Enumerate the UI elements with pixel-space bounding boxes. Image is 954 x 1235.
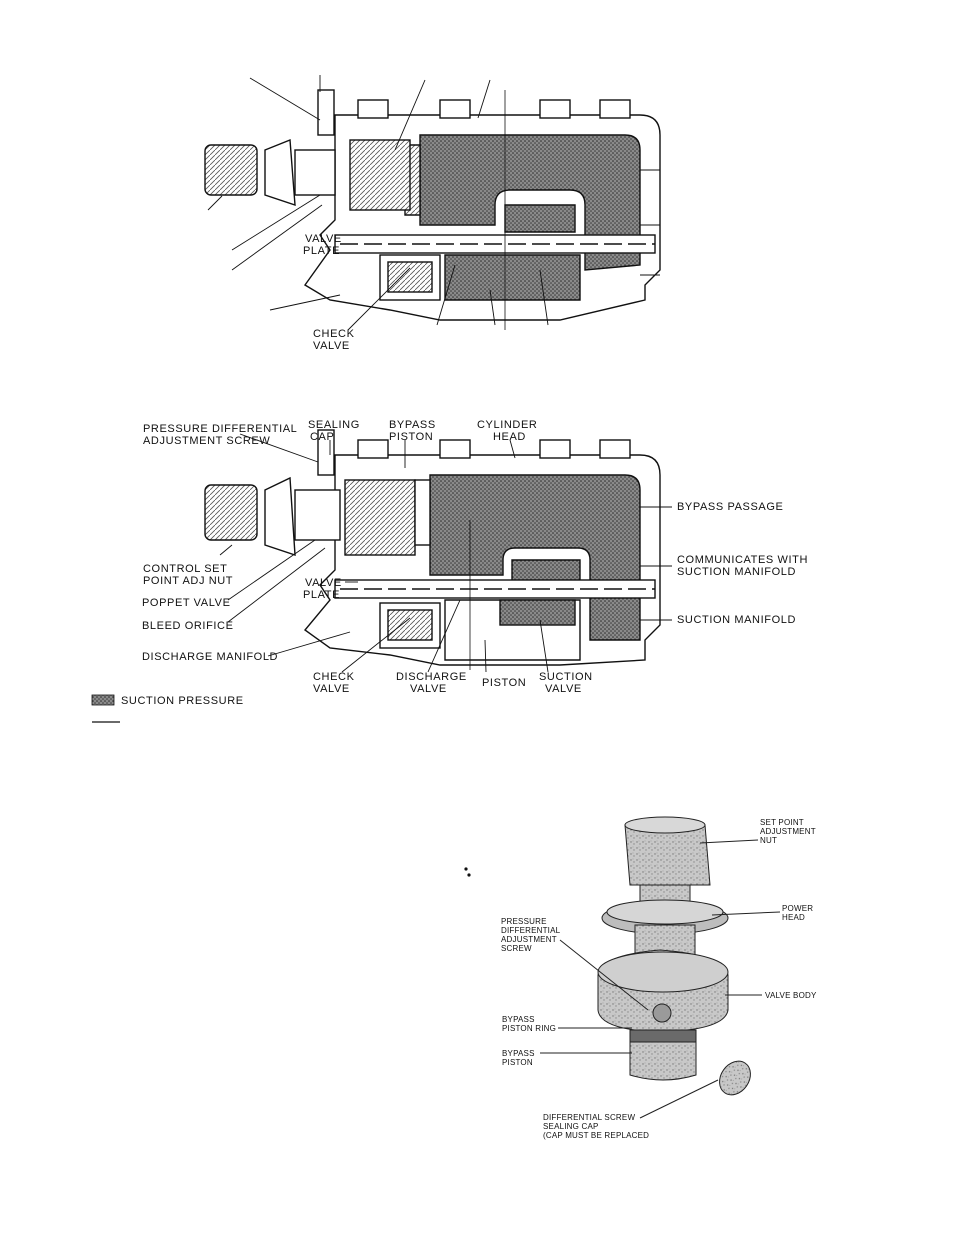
label-cylinder-head-line2: HEAD bbox=[493, 431, 526, 443]
top-cutaway-diagram bbox=[204, 75, 661, 331]
top-label-valve-plate-line1: VALVE bbox=[305, 233, 342, 245]
photo-label-pressure-diff-line3: ADJUSTMENT bbox=[501, 935, 557, 944]
label-valve-plate-line2: PLATE bbox=[303, 589, 341, 601]
photo-label-power-head-line1: POWER bbox=[782, 904, 814, 913]
stray-mark bbox=[464, 867, 468, 871]
photo-label-sealing-cap-line1: DIFFERENTIAL SCREW bbox=[543, 1113, 636, 1122]
middle-cutaway-diagram bbox=[204, 429, 672, 673]
top-label-check-valve-line2: VALVE bbox=[313, 340, 350, 352]
label-discharge-valve-line1: DISCHARGE bbox=[396, 671, 467, 683]
label-control-set-line1: CONTROL SET bbox=[143, 563, 228, 575]
photo-label-pressure-diff-line1: PRESSURE bbox=[501, 917, 547, 926]
photo-label-sealing-cap-line2: SEALING CAP bbox=[543, 1122, 599, 1131]
label-pressure-differential-line2: ADJUSTMENT SCREW bbox=[143, 435, 271, 447]
stray-mark bbox=[467, 873, 471, 877]
label-bypass-piston-line2: PISTON bbox=[389, 431, 434, 443]
label-valve-plate-line1: VALVE bbox=[305, 577, 342, 589]
label-communicates-line1: COMMUNICATES WITH bbox=[677, 554, 808, 566]
label-check-valve-line2: VALVE bbox=[313, 683, 350, 695]
label-communicates-line2: SUCTION MANIFOLD bbox=[677, 566, 796, 578]
photo-label-power-head-line2: HEAD bbox=[782, 913, 806, 922]
label-pressure-differential-line1: PRESSURE DIFFERENTIAL bbox=[143, 423, 298, 435]
photo-label-bypass-piston-line2: PISTON bbox=[502, 1058, 533, 1067]
photo-label-pressure-diff-line2: DIFFERENTIAL bbox=[501, 926, 561, 935]
label-sealing-cap-line1: SEALING bbox=[308, 419, 360, 431]
label-poppet-valve: POPPET VALVE bbox=[142, 597, 231, 609]
photo-label-set-point-line3: NUT bbox=[760, 836, 778, 845]
label-suction-valve-line2: VALVE bbox=[545, 683, 582, 695]
label-suction-manifold: SUCTION MANIFOLD bbox=[677, 614, 796, 626]
top-label-check-valve-line1: CHECK bbox=[313, 328, 355, 340]
label-check-valve-line1: CHECK bbox=[313, 671, 355, 683]
label-bleed-orifice: BLEED ORIFICE bbox=[142, 620, 234, 632]
legend-suction-pressure: SUCTION PRESSURE bbox=[121, 695, 244, 707]
photo-label-bypass-ring-line1: BYPASS bbox=[502, 1015, 535, 1024]
valve-assembly-photo bbox=[540, 816, 781, 1119]
label-cylinder-head-line1: CYLINDER bbox=[477, 419, 538, 431]
photo-label-pressure-diff-line4: SCREW bbox=[501, 944, 532, 953]
label-suction-valve-line1: SUCTION bbox=[539, 671, 593, 683]
photo-label-sealing-cap-line3: (CAP MUST BE REPLACED bbox=[543, 1131, 650, 1140]
label-bypass-piston-line1: BYPASS bbox=[389, 419, 436, 431]
photo-label-bypass-piston-line1: BYPASS bbox=[502, 1049, 535, 1058]
label-sealing-cap-line2: CAP bbox=[310, 431, 335, 443]
photo-label-valve-body: VALVE BODY bbox=[765, 991, 817, 1000]
photo-label-set-point-line1: SET POINT bbox=[760, 818, 804, 827]
label-piston: PISTON bbox=[482, 677, 527, 689]
label-discharge-valve-line2: VALVE bbox=[410, 683, 447, 695]
photo-label-bypass-ring-line2: PISTON RING bbox=[502, 1024, 557, 1033]
top-label-valve-plate-line2: PLATE bbox=[303, 245, 341, 257]
photo-label-set-point-line2: ADJUSTMENT bbox=[760, 827, 816, 836]
label-discharge-manifold: DISCHARGE MANIFOLD bbox=[142, 651, 279, 663]
label-bypass-passage: BYPASS PASSAGE bbox=[677, 501, 784, 513]
label-control-set-line2: POINT ADJ NUT bbox=[143, 575, 234, 587]
legend-swatch-suction-pressure bbox=[91, 694, 115, 706]
